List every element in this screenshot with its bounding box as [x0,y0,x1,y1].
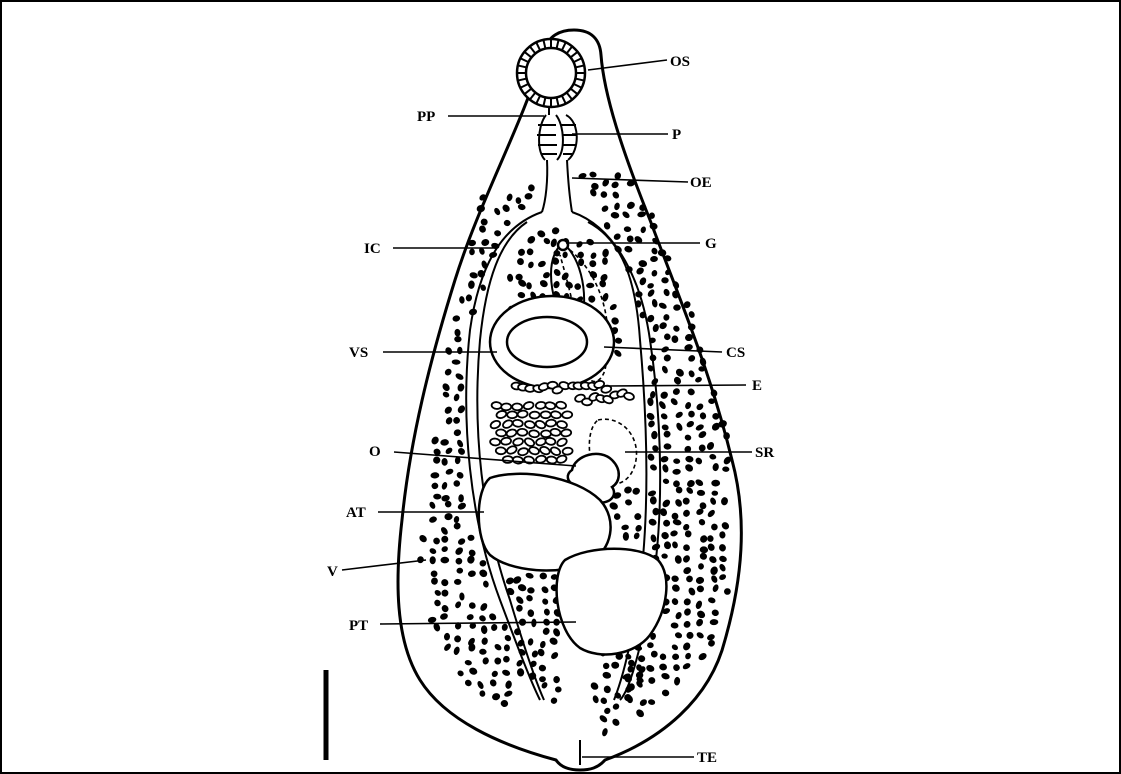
label-vs: VS [349,345,368,361]
oral-sucker [517,39,585,107]
label-oe: OE [690,175,712,191]
label-o: O [369,444,381,460]
label-te: TE [697,750,717,766]
label-sr: SR [755,445,774,461]
label-cs: CS [726,345,745,361]
label-pt: PT [349,618,368,634]
posterior-testis [557,549,667,655]
ventral-sucker [490,296,614,388]
label-os: OS [670,54,690,70]
label-ic: IC [364,241,381,257]
label-pp: PP [417,109,435,125]
label-at: AT [346,505,366,521]
pharynx [537,107,577,160]
label-g: G [705,236,717,252]
oesophagus [542,160,572,212]
body-outline [398,30,741,770]
label-p: P [672,127,681,143]
label-e: E [752,378,762,394]
label-v: V [327,564,338,580]
